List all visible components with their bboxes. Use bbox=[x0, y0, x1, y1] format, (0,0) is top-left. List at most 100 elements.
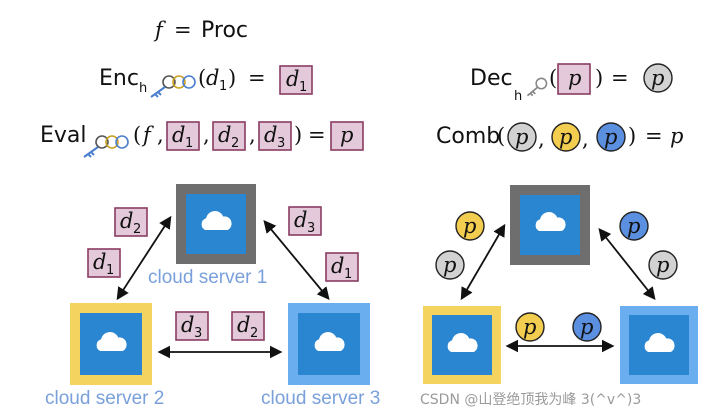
cloud-server-2 bbox=[70, 303, 152, 385]
formula-enc: Enc h ( d 1 ) = d 1 bbox=[99, 65, 313, 98]
dec-close: ) bbox=[595, 66, 603, 90]
share-box bbox=[114, 207, 148, 237]
comb-c3: p bbox=[604, 125, 617, 149]
share-var: d bbox=[331, 254, 344, 278]
enc-arg: d bbox=[206, 66, 219, 90]
key-icon bbox=[526, 77, 548, 97]
enc-open: ( bbox=[198, 66, 206, 90]
comb-close: ) bbox=[628, 124, 636, 148]
eq-sign: = bbox=[174, 18, 192, 42]
blue-share-circle bbox=[619, 211, 649, 241]
enc-name: Enc bbox=[99, 66, 139, 91]
eval-comma: , bbox=[249, 123, 256, 147]
arrow-s1-s3 bbox=[263, 220, 330, 300]
dec-sub: h bbox=[514, 89, 522, 104]
eval-open: ( bbox=[133, 123, 141, 147]
eval-p: p bbox=[340, 123, 353, 147]
watermark: CSDN @山登绝顶我为峰 3(^v^)3 bbox=[420, 392, 641, 408]
left-diagram: cloud server 1 cloud server 2 cloud serv… bbox=[45, 184, 380, 409]
server2-label: cloud server 2 bbox=[45, 388, 164, 409]
enc-close: ) bbox=[228, 66, 236, 90]
cloud-server-3 bbox=[288, 303, 370, 385]
formula-dec: Dec h ( p ) = p bbox=[470, 63, 673, 104]
enc-sub: h bbox=[139, 81, 147, 96]
eval-box-d3 bbox=[258, 121, 292, 151]
share-sub: 2 bbox=[133, 222, 141, 237]
share-var: d bbox=[120, 209, 133, 233]
arrow-s1-s2 bbox=[116, 215, 172, 301]
share-var: p bbox=[627, 214, 640, 238]
share-box bbox=[175, 311, 209, 341]
gray-share-circle bbox=[435, 250, 465, 280]
share-sub: 1 bbox=[344, 267, 352, 282]
eval-box-p bbox=[330, 121, 364, 151]
cloud-server-3 bbox=[620, 306, 698, 384]
formula-f-def: f = Proc bbox=[153, 18, 248, 43]
eval-d1-sub: 1 bbox=[185, 136, 193, 151]
cloud-server-1 bbox=[510, 185, 590, 265]
enc-eq: = bbox=[248, 66, 266, 90]
share-sub: 2 bbox=[250, 326, 258, 341]
keys-icon bbox=[83, 135, 129, 158]
eval-box-d2 bbox=[212, 121, 246, 151]
encrypted-box bbox=[279, 65, 313, 95]
share-box bbox=[231, 311, 265, 341]
cloud-server-2 bbox=[423, 306, 501, 384]
formula-eval: Eval ( f , d 1 , d 2 , d 3 ) = p bbox=[40, 121, 364, 158]
enc-box-var: d bbox=[286, 67, 299, 91]
eval-comma: , bbox=[203, 123, 210, 147]
share-var: p bbox=[463, 214, 476, 238]
dec-name: Dec bbox=[470, 66, 513, 91]
yellow-share-circle bbox=[515, 312, 545, 342]
eval-d2: d bbox=[218, 123, 231, 147]
formula-comb: Comb ( p , p , p ) = p bbox=[436, 122, 683, 152]
eval-d3-sub: 3 bbox=[277, 136, 285, 151]
cloud-server-1 bbox=[176, 184, 256, 264]
eval-f: f bbox=[141, 123, 154, 147]
comb-comma: , bbox=[582, 127, 589, 151]
dec-eq: = bbox=[611, 66, 629, 90]
enc-arg-sub: 1 bbox=[219, 79, 227, 94]
dec-box bbox=[557, 63, 591, 95]
eval-name: Eval bbox=[40, 123, 87, 148]
right-diagram: p p p p p p bbox=[423, 185, 698, 384]
yellow-share-circle bbox=[551, 122, 581, 152]
dec-open: ( bbox=[549, 66, 557, 90]
share-var: p bbox=[523, 315, 536, 339]
eval-d1: d bbox=[172, 123, 185, 147]
comb-comma: , bbox=[538, 127, 545, 151]
share-sub: 3 bbox=[194, 326, 202, 341]
keys-icon bbox=[150, 75, 196, 98]
yellow-share-circle bbox=[455, 211, 485, 241]
share-sub: 3 bbox=[307, 221, 315, 236]
share-sub: 1 bbox=[106, 263, 114, 278]
comb-c1: p bbox=[515, 125, 528, 149]
share-var: d bbox=[294, 208, 307, 232]
arrow-s1-s2 bbox=[460, 223, 506, 301]
comb-result: p bbox=[670, 124, 683, 148]
share-var: p bbox=[443, 253, 456, 277]
comb-c2: p bbox=[559, 125, 572, 149]
eval-d3: d bbox=[264, 123, 277, 147]
share-var: p bbox=[656, 253, 669, 277]
share-box bbox=[288, 206, 322, 236]
proc-label: Proc bbox=[201, 18, 248, 43]
comb-name: Comb bbox=[436, 124, 500, 149]
gray-share-circle bbox=[507, 122, 537, 152]
enc-box-sub: 1 bbox=[299, 80, 307, 95]
dec-box-var: p bbox=[568, 66, 581, 90]
eval-close: ) bbox=[294, 123, 302, 147]
eval-eq: = bbox=[308, 123, 326, 147]
blue-share-circle bbox=[596, 122, 626, 152]
blue-share-circle bbox=[572, 312, 602, 342]
comb-eq: = bbox=[645, 124, 663, 148]
gray-share-circle bbox=[648, 250, 678, 280]
arrow-s1-s3 bbox=[598, 228, 656, 300]
f-symbol: f bbox=[153, 18, 166, 42]
server1-label: cloud server 1 bbox=[148, 267, 267, 288]
eval-box-d1 bbox=[166, 121, 200, 151]
server3-label: cloud server 3 bbox=[261, 388, 380, 409]
share-var: d bbox=[181, 313, 194, 337]
comb-open: ( bbox=[497, 124, 505, 148]
